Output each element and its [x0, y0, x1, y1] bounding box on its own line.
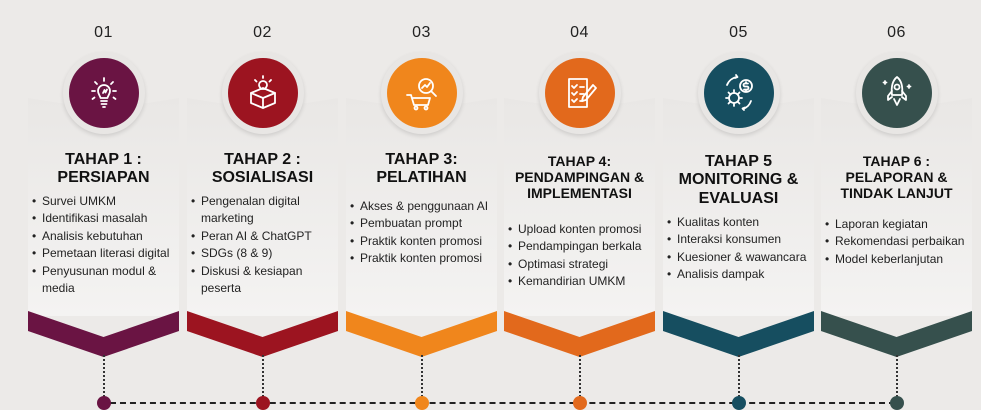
- stage-activity-list: Kualitas kontenInteraksi konsumenKuesion…: [667, 214, 812, 284]
- stage-title-line: EVALUASI: [698, 189, 779, 207]
- stage-title-line: TAHAP 3:: [385, 151, 458, 168]
- lightbulb-icon: [69, 58, 139, 128]
- stage-chevron: [504, 311, 655, 357]
- stage-activity-item: Pendampingan berkala: [508, 238, 653, 256]
- stage-title-line: TAHAP 6 :: [862, 153, 931, 169]
- stage-activity-item: Upload konten promosi: [508, 221, 653, 239]
- stage-title: TAHAP 6 :PELAPORAN &TINDAK LANJUT: [823, 153, 970, 201]
- stage-activity-item: Akses & penggunaan AI: [350, 198, 495, 216]
- stage-activity-item: Rekomendasi perbaikan: [825, 233, 970, 251]
- timeline-dot: [573, 396, 587, 410]
- rocket-icon: [862, 58, 932, 128]
- stage-chevron: [28, 311, 179, 357]
- stage-title-line: TAHAP 1 :: [65, 151, 142, 168]
- stage-title-line: PENDAMPINGAN &: [514, 169, 645, 186]
- stage-activity-list: Upload konten promosiPendampingan berkal…: [508, 221, 653, 291]
- timeline-dot: [732, 396, 746, 410]
- stage-activity-item: Kemandirian UMKM: [508, 273, 653, 291]
- stage-connector-line: [896, 355, 898, 397]
- stage-activity-item: Pengenalan digital marketing: [191, 193, 336, 228]
- stage-activity-item: Penyusunan modul & media: [32, 263, 177, 298]
- stage-number: 02: [253, 24, 272, 41]
- timeline-dot: [415, 396, 429, 410]
- timeline-dot: [890, 396, 904, 410]
- stage-title-line: TAHAP 4:: [547, 153, 612, 169]
- stage-activity-item: Interaksi konsumen: [667, 231, 812, 249]
- stage-connector-line: [738, 355, 740, 397]
- stage-title-line: IMPLEMENTASI: [527, 185, 632, 202]
- stage-connector-line: [421, 355, 423, 397]
- stage-activity-list: Pengenalan digital marketingPeran AI & C…: [191, 193, 336, 297]
- stage-title: TAHAP 4:PENDAMPINGAN &IMPLEMENTASI: [506, 153, 653, 201]
- checklist-pen-icon: [545, 58, 615, 128]
- stage-connector-line: [103, 355, 105, 397]
- stage-activity-item: SDGs (8 & 9): [191, 245, 336, 263]
- stage-activity-item: Identifikasi masalah: [32, 210, 177, 228]
- stage-activity-item: Model keberlanjutan: [825, 251, 970, 269]
- stage-activity-item: Optimasi strategi: [508, 256, 653, 274]
- stage-activity-item: Pembuatan prompt: [350, 215, 495, 233]
- stage-title-line: TINDAK LANJUT: [840, 185, 953, 202]
- stage-number: 05: [729, 24, 748, 41]
- stage-activity-item: Praktik konten promosi: [350, 250, 495, 268]
- stage-activity-item: Praktik konten promosi: [350, 233, 495, 251]
- stage-title: TAHAP 3:PELATIHAN: [348, 151, 495, 188]
- stage-title-line: PELATIHAN: [376, 169, 467, 187]
- stage-chevron: [346, 311, 497, 357]
- stage-title-line: SOSIALISASI: [211, 169, 314, 187]
- stage-activity-item: Survei UMKM: [32, 193, 177, 211]
- stage-chevron: [821, 311, 972, 357]
- stage-number: 06: [887, 24, 906, 41]
- stage-activity-item: Peran AI & ChatGPT: [191, 228, 336, 246]
- stage-activity-item: Analisis kebutuhan: [32, 228, 177, 246]
- stage-title-line: PELAPORAN &: [845, 169, 948, 186]
- stage-title-line: TAHAP 5: [705, 153, 772, 170]
- stage-activity-item: Kualitas konten: [667, 214, 812, 232]
- timeline-dot: [256, 396, 270, 410]
- stage-chevron: [187, 311, 338, 357]
- stage-title-line: PERSIAPAN: [57, 169, 150, 187]
- stage-activity-item: Diskusi & kesiapan peserta: [191, 263, 336, 298]
- stage-title: TAHAP 2 :SOSIALISASI: [189, 151, 336, 188]
- stage-number: 01: [94, 24, 113, 41]
- timeline-dot: [97, 396, 111, 410]
- stage-card: [821, 98, 972, 316]
- gear-dollar-cycle-icon: [704, 58, 774, 128]
- stage-number: 03: [412, 24, 431, 41]
- stage-activity-item: Pemetaan literasi digital: [32, 245, 177, 263]
- stage-activity-item: Kuesioner & wawancara: [667, 249, 812, 267]
- stage-title: TAHAP 1 :PERSIAPAN: [30, 151, 177, 188]
- stage-connector-line: [579, 355, 581, 397]
- stage-activity-list: Laporan kegiatanRekomendasi perbaikanMod…: [825, 216, 970, 269]
- stage-activity-item: Analisis dampak: [667, 266, 812, 284]
- stage-activity-list: Akses & penggunaan AIPembuatan promptPra…: [350, 198, 495, 268]
- stage-number: 04: [570, 24, 589, 41]
- stage-activity-list: Survei UMKMIdentifikasi masalahAnalisis …: [32, 193, 177, 297]
- stage-chevron: [663, 311, 814, 357]
- stage-title-line: MONITORING &: [678, 171, 799, 189]
- stage-activity-item: Laporan kegiatan: [825, 216, 970, 234]
- cart-analytics-icon: [387, 58, 457, 128]
- box-lightbulb-icon: [228, 58, 298, 128]
- timeline-connector-line: [110, 402, 895, 404]
- stage-title-line: TAHAP 2 :: [224, 151, 301, 168]
- stage-connector-line: [262, 355, 264, 397]
